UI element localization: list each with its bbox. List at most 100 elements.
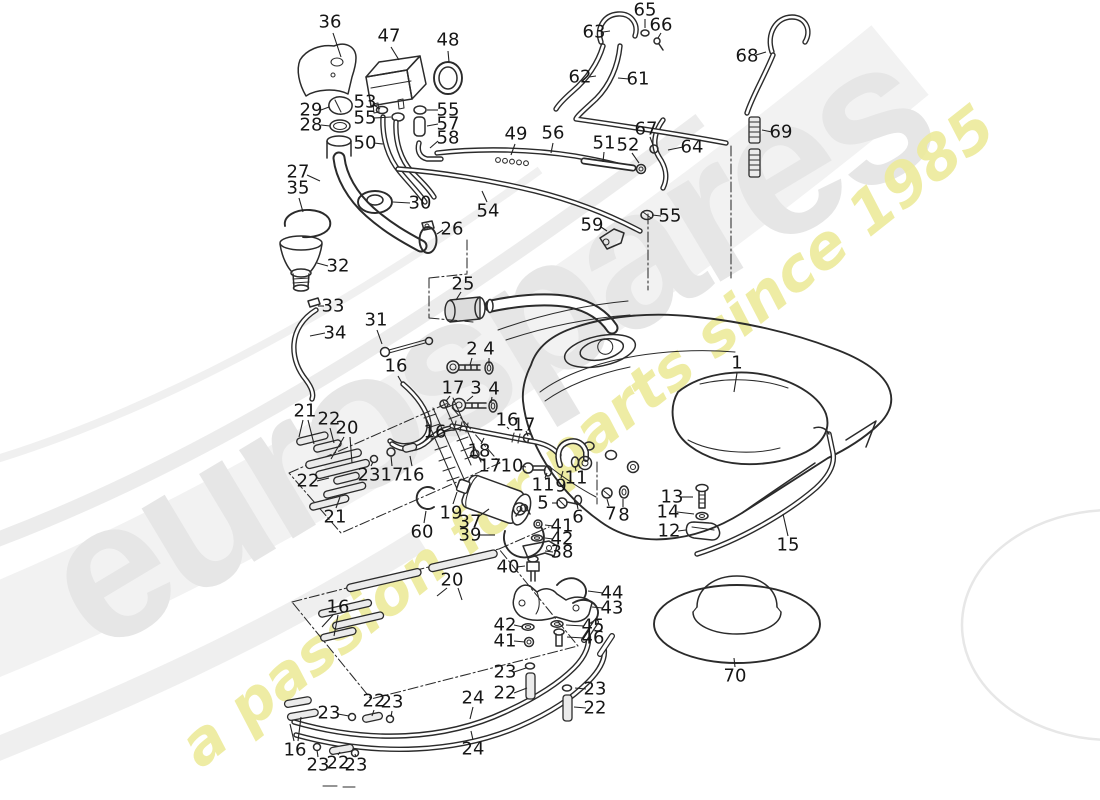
leader-line — [649, 136, 654, 146]
leader-line — [373, 142, 384, 145]
elbow-9-banjo — [522, 438, 593, 477]
leader-line — [337, 713, 350, 717]
leader-line — [457, 587, 463, 601]
leader-line — [631, 152, 640, 164]
leader-line — [443, 427, 452, 432]
part-26-hose-clamp — [418, 220, 438, 254]
leader-line — [469, 357, 473, 366]
pipe-18-with-clips — [449, 420, 562, 459]
leader-line — [335, 496, 341, 509]
screws-5-6-7-8 — [556, 485, 630, 509]
leader-line — [373, 104, 381, 110]
leader-line — [397, 375, 403, 384]
leader-line — [782, 513, 789, 537]
leader-line — [733, 372, 738, 393]
leader-line — [466, 395, 474, 402]
leader-line — [297, 716, 302, 742]
leader-line — [390, 710, 393, 718]
leader-line — [600, 226, 608, 232]
part-32-funnel — [279, 235, 323, 292]
leader-line — [481, 190, 488, 203]
filler-neck — [563, 333, 637, 369]
leader-line — [320, 106, 330, 111]
leader-line — [309, 332, 326, 337]
leader-line — [354, 753, 357, 758]
leader-line — [429, 140, 439, 149]
part-25-filter-cartridge — [444, 296, 486, 323]
leader-line — [516, 565, 526, 568]
leader-line — [490, 396, 493, 404]
bracket-38-40-41-42 — [522, 519, 558, 582]
leader-line — [657, 32, 662, 39]
alignment-lines — [428, 145, 732, 550]
leader-line — [329, 427, 335, 444]
part-36-shield — [297, 43, 357, 97]
small-fittings-53-55-57-58 — [375, 105, 444, 162]
leader-line — [591, 606, 604, 609]
leader-line — [349, 436, 353, 464]
leader-line — [520, 465, 527, 468]
leader-line — [298, 197, 304, 213]
leader-line — [733, 657, 736, 668]
leader-line — [316, 477, 330, 482]
watermark-brand: eurospares — [6, 0, 965, 692]
leader-line — [316, 749, 319, 758]
leader-line — [423, 510, 427, 524]
leader-line — [544, 550, 554, 553]
leader-line — [588, 75, 597, 78]
leader-line — [755, 51, 767, 56]
leader-line — [573, 706, 587, 709]
leader-line — [289, 723, 295, 742]
leader-line — [513, 640, 526, 643]
leader-line — [307, 419, 315, 445]
leader-line — [667, 146, 684, 151]
leader-line — [476, 455, 485, 462]
leader-line — [510, 143, 516, 156]
part-28-seal-ring — [329, 119, 351, 133]
leader-line — [576, 503, 579, 510]
leader-line — [370, 461, 374, 467]
leader-line — [525, 430, 529, 437]
fuel-lines-24 — [283, 619, 615, 788]
leader-line — [506, 426, 510, 430]
leader-line — [587, 590, 604, 594]
hose-68-sleeve-69 — [744, 14, 811, 178]
leader-line — [447, 50, 450, 63]
leader-line — [513, 667, 527, 673]
leader-line — [330, 436, 345, 460]
braided-hoses-19 — [422, 397, 482, 490]
leader-line — [392, 201, 411, 204]
leader-line — [436, 229, 444, 235]
diagram-artwork — [279, 11, 893, 788]
vent-line-54-59-55 — [395, 166, 654, 250]
leader-lines — [289, 19, 789, 758]
leader-line — [455, 291, 462, 301]
hoses-61-62-63-65-66 — [553, 11, 729, 146]
watermark: eurospares a passion for parts since 198… — [0, 0, 1100, 781]
leader-line — [426, 123, 439, 127]
leader-line — [409, 455, 413, 467]
leader-line — [574, 687, 587, 690]
leader-line — [676, 511, 695, 515]
tube-kit-lower — [291, 548, 579, 700]
watermark-ellipse — [960, 509, 1100, 741]
leader-line — [677, 529, 687, 532]
leader-line — [390, 46, 400, 61]
leader-line — [602, 30, 611, 33]
leader-line — [480, 437, 485, 445]
leader-line — [390, 455, 393, 467]
leader-line — [544, 537, 554, 540]
part-29-cap — [328, 96, 353, 115]
leader-line — [316, 262, 329, 267]
part-30-grommet — [357, 190, 393, 214]
leader-line — [566, 636, 585, 639]
fasteners-12-13-14 — [685, 483, 721, 541]
leader-line — [436, 587, 448, 597]
leader-line — [321, 614, 334, 628]
watermark-swoosh — [0, 25, 929, 677]
leader-line — [298, 419, 304, 438]
leader-line — [565, 624, 585, 627]
leader-line — [544, 472, 548, 479]
leader-line — [477, 508, 490, 518]
